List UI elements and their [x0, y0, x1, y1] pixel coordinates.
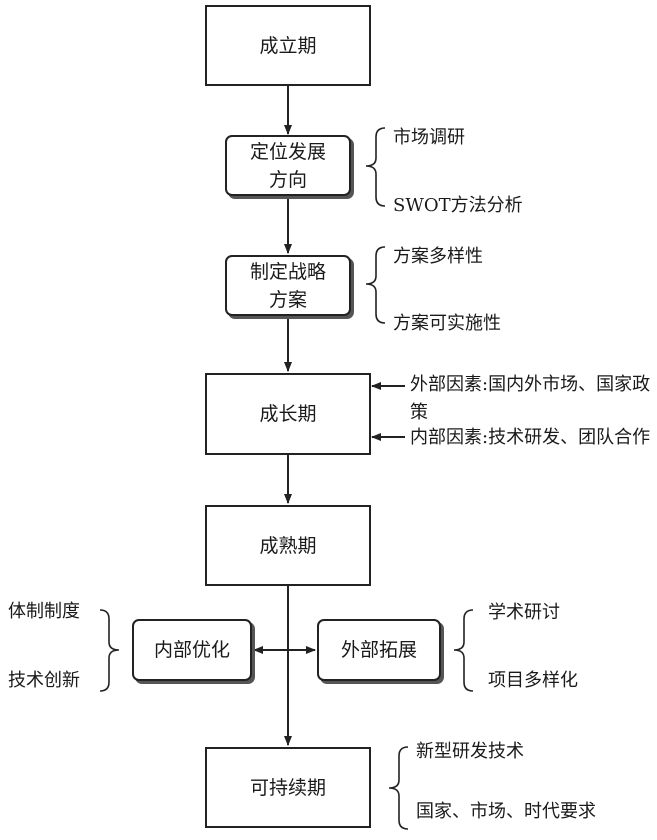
note-new-rd-tech: 新型研发技术 [416, 741, 524, 762]
note-market-research: 市场调研 [393, 127, 465, 148]
note-national-market-era: 国家、市场、时代要求 [416, 801, 596, 822]
stage-internal-optimization-label: 内部优化 [153, 639, 230, 661]
note-swot-analysis: SWOT方法分析 [393, 195, 523, 216]
stage-positioning-label: 定位发展方向 [249, 140, 326, 191]
stage-internal-optimization: 内部优化 [132, 619, 252, 681]
note-project-diversification: 项目多样化 [488, 670, 578, 691]
brace-internal [99, 609, 120, 692]
stage-growth-label: 成长期 [259, 403, 317, 425]
note-external-factors: 外部因素:国内外市场、国家政策 [410, 374, 651, 423]
brace-sustainable [388, 746, 409, 830]
stage-sustainable: 可持续期 [205, 747, 371, 828]
brace-positioning [365, 127, 386, 207]
stage-external-expansion-label: 外部拓展 [340, 639, 417, 661]
stage-founding: 成立期 [205, 5, 371, 86]
stage-founding-label: 成立期 [259, 34, 317, 57]
stage-maturity-label: 成熟期 [259, 534, 317, 557]
stage-growth: 成长期 [205, 373, 371, 455]
note-academic-seminar: 学术研讨 [488, 602, 560, 623]
stage-sustainable-label: 可持续期 [249, 776, 326, 799]
note-internal-factors: 内部因素:技术研发、团队合作 [410, 427, 651, 448]
brace-strategy [365, 246, 386, 324]
stage-positioning: 定位发展方向 [225, 135, 351, 196]
stage-strategy-label: 制定战略方案 [249, 260, 326, 311]
stage-maturity: 成熟期 [205, 505, 371, 586]
brace-external [453, 609, 474, 692]
note-institutional-system: 体制制度 [8, 601, 80, 622]
note-plan-diversity: 方案多样性 [393, 246, 483, 267]
note-plan-feasibility: 方案可实施性 [393, 313, 501, 334]
note-tech-innovation: 技术创新 [8, 670, 80, 691]
stage-strategy: 制定战略方案 [225, 255, 351, 316]
stage-external-expansion: 外部拓展 [317, 619, 441, 681]
